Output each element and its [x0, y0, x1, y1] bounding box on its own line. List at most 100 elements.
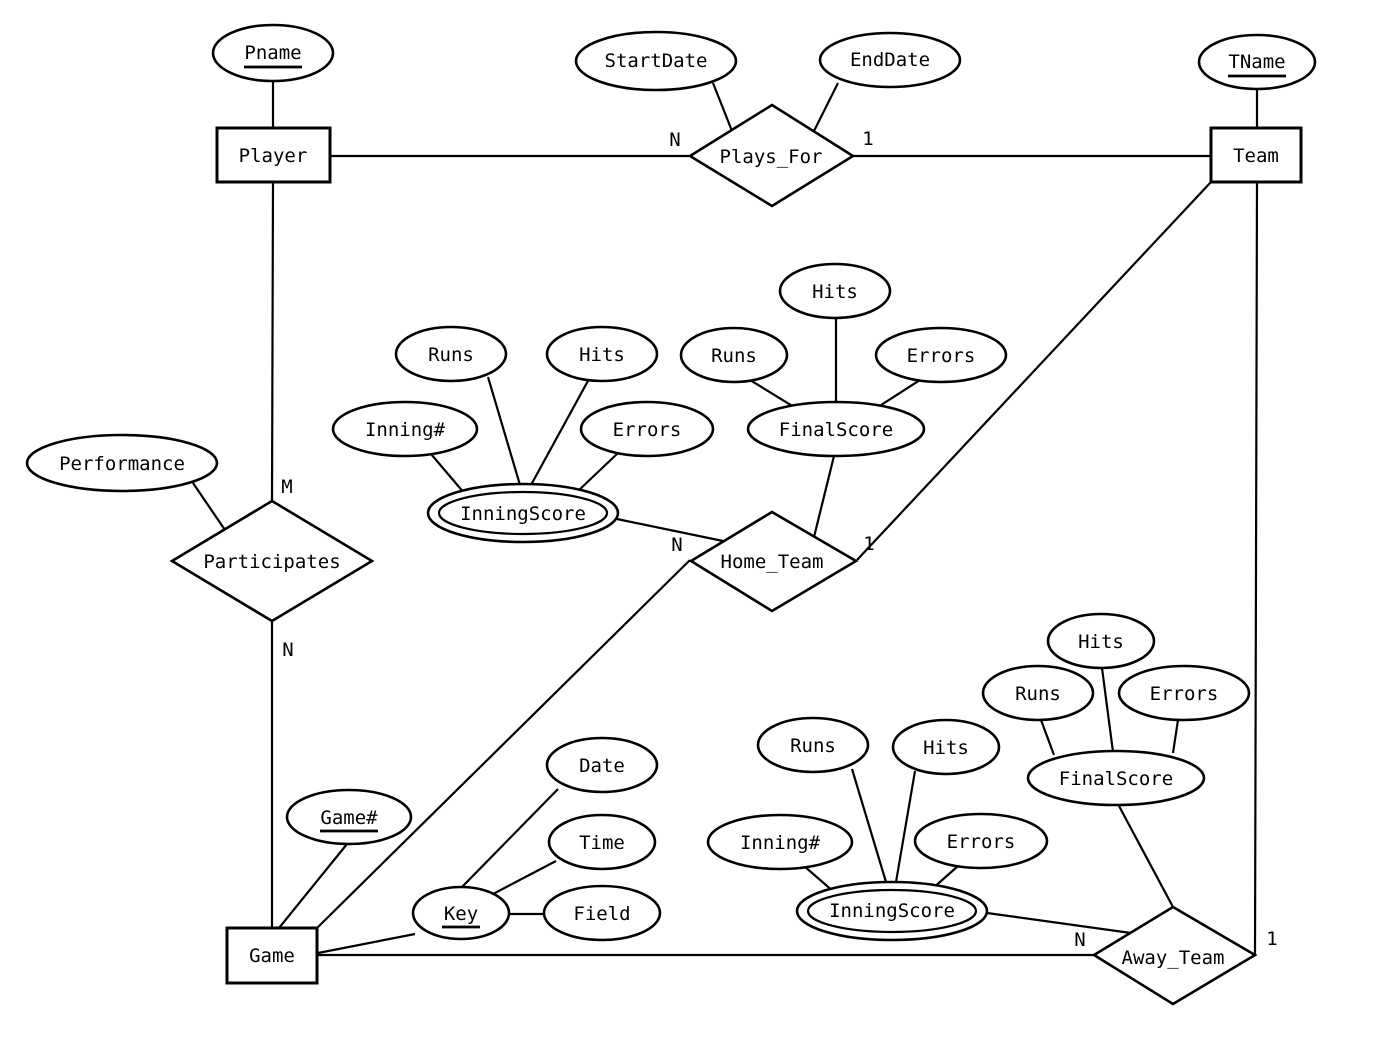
home-finalscore-ellipse [746, 400, 926, 458]
away-inningscore-label: InningScore [829, 900, 955, 922]
plays-for-player-cardinality: N [669, 129, 680, 151]
attribute-field-ellipse [542, 884, 662, 942]
away-inningscore-errors-ellipse [913, 812, 1049, 870]
attribute-pname-label: Pname [244, 42, 301, 64]
relationship-home-team-diamond [688, 510, 859, 613]
home-finalscore-runs-label: Runs [711, 345, 757, 367]
participates-game-cardinality: N [282, 639, 293, 661]
relationship-participates-label: Participates [203, 551, 340, 573]
edge-game-home-team [317, 559, 691, 928]
relationship-away-team-diamond [1091, 905, 1258, 1006]
edge-startdate-plays-for [711, 82, 734, 132]
away-finalscore-errors-label: Errors [1150, 683, 1219, 705]
away-team-game-cardinality: N [1074, 929, 1085, 951]
away-inningscore-runs-ellipse [756, 716, 870, 774]
edge-home-final-runs [749, 379, 795, 408]
home-finalscore-hits-label: Hits [812, 281, 858, 303]
attribute-game-number-label: Game# [320, 807, 378, 829]
participates-player-cardinality: M [281, 476, 292, 498]
relationship-home-team-label: Home_Team [721, 551, 824, 573]
home-inningscore-runs-ellipse [394, 325, 508, 383]
edge-team-away-team [1253, 181, 1259, 955]
edge-home-inning-runs [486, 376, 522, 486]
away-inningscore-hits-label: Hits [923, 737, 969, 759]
attribute-tname-label: TName [1228, 51, 1285, 73]
edge-team-home-team [856, 181, 1212, 561]
edge-home-inningscore-home-team [616, 517, 724, 543]
away-inningscore-inning-number-ellipse [706, 813, 854, 871]
edge-away-inning-hits [894, 770, 917, 883]
edge-away-inningscore-away-team [986, 911, 1132, 935]
home-inningscore-hits-ellipse [545, 325, 659, 383]
home-inningscore-hits-label: Hits [579, 344, 625, 366]
edge-away-final-runs [1039, 719, 1056, 756]
away-finalscore-errors-ellipse [1117, 664, 1251, 722]
home-inningscore-label: InningScore [460, 503, 586, 525]
relationship-participates-diamond [169, 499, 375, 623]
home-finalscore-errors-ellipse [874, 326, 1008, 384]
away-inningscore-ellipse-outer [795, 880, 989, 942]
attribute-ellipses [25, 23, 1317, 942]
edge-away-inning-runs [850, 768, 888, 883]
attribute-key-label: Key [444, 903, 478, 925]
edge-away-final-errors [1171, 719, 1180, 754]
attribute-game-number-ellipse [285, 788, 413, 846]
home-team-game-cardinality: N [671, 534, 682, 556]
away-inningscore-runs-label: Runs [790, 735, 836, 757]
relationship-away-team-label: Away_Team [1122, 947, 1225, 969]
away-finalscore-label: FinalScore [1059, 768, 1173, 790]
home-finalscore-errors-label: Errors [907, 345, 976, 367]
attribute-key-ellipse [411, 885, 511, 941]
away-finalscore-ellipse [1026, 749, 1206, 807]
attribute-startdate-ellipse [574, 30, 738, 92]
away-finalscore-hits-label: Hits [1078, 631, 1124, 653]
away-finalscore-hits-ellipse [1046, 612, 1156, 670]
labels: Pname StartDate EndDate TName Player Tea… [59, 42, 1286, 969]
edge-performance-participates [192, 482, 226, 531]
home-inningscore-inning-number-ellipse [331, 400, 479, 458]
home-team-team-cardinality: 1 [863, 533, 874, 555]
home-finalscore-label: FinalScore [779, 419, 893, 441]
attribute-field-label: Field [573, 903, 630, 925]
attribute-performance-ellipse [25, 433, 219, 493]
edge-away-finalscore-away-team [1118, 805, 1174, 908]
away-inningscore-errors-label: Errors [947, 831, 1016, 853]
away-inningscore-inning-number-label: Inning# [740, 832, 821, 854]
connector-edges [192, 81, 1259, 957]
attribute-enddate-label: EndDate [850, 49, 930, 71]
entity-boxes [215, 126, 1303, 985]
home-inningscore-ellipse-inner [437, 490, 609, 536]
attribute-time-ellipse [547, 813, 657, 871]
attribute-time-label: Time [579, 832, 625, 854]
home-inningscore-errors-label: Errors [613, 419, 682, 441]
away-inningscore-hits-ellipse [891, 718, 1001, 776]
home-inningscore-ellipse-outer [426, 482, 620, 544]
attribute-date-label: Date [579, 755, 625, 777]
home-inningscore-runs-label: Runs [428, 344, 474, 366]
edge-enddate-plays-for [813, 82, 839, 132]
edge-player-participates [270, 181, 275, 502]
entity-game-box [225, 926, 319, 985]
edge-home-inning-number [430, 453, 466, 495]
away-inningscore-ellipse-inner [806, 888, 978, 934]
attribute-performance-label: Performance [59, 453, 185, 475]
entity-player-label: Player [239, 145, 308, 167]
edge-home-finalscore-home-team [812, 455, 836, 538]
entity-game-label: Game [249, 945, 295, 967]
edge-game-key [317, 932, 416, 955]
away-finalscore-runs-label: Runs [1015, 683, 1061, 705]
entity-team-box [1209, 126, 1303, 184]
attribute-pname-ellipse [211, 23, 335, 83]
edge-home-inning-hits [530, 378, 590, 486]
away-team-team-cardinality: 1 [1266, 928, 1277, 950]
relationship-diamonds [169, 103, 1258, 1006]
attribute-startdate-label: StartDate [605, 50, 708, 72]
edge-key-date [460, 788, 559, 889]
relationship-plays-for-diamond [687, 103, 856, 208]
entity-team-label: Team [1233, 145, 1279, 167]
home-finalscore-runs-ellipse [679, 326, 789, 384]
home-finalscore-hits-ellipse [778, 262, 892, 320]
entity-player-box [215, 126, 332, 184]
plays-for-team-cardinality: 1 [862, 128, 873, 150]
